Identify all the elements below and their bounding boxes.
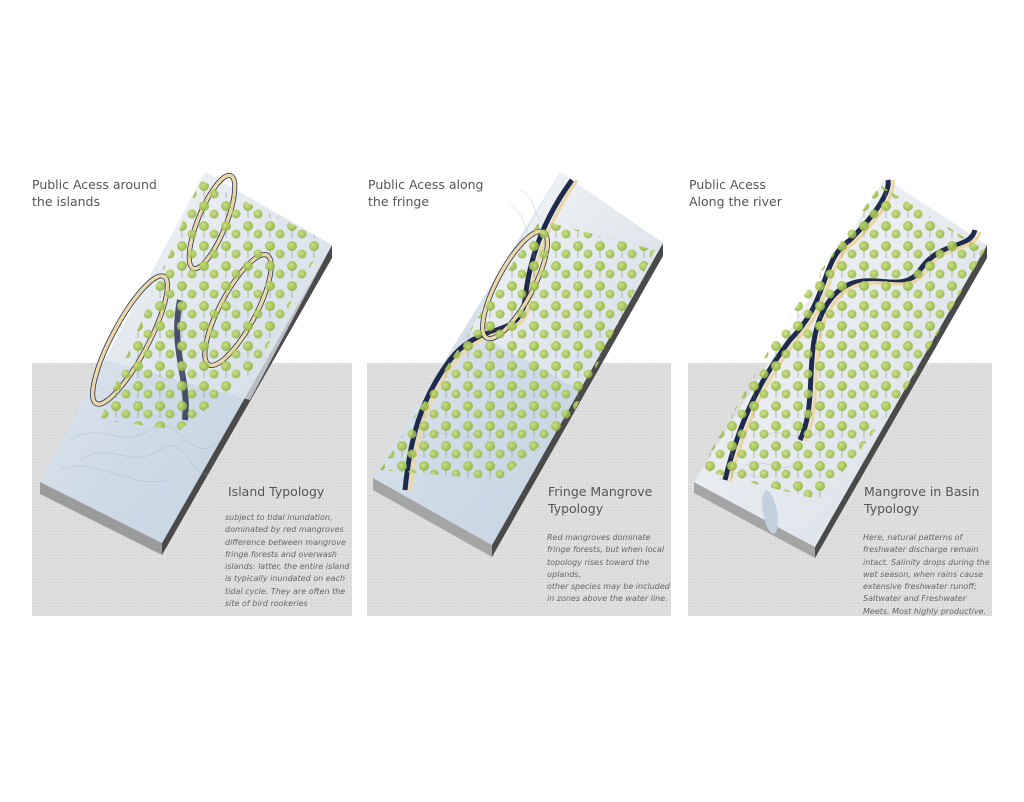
description-line: dominated by red mangroves	[225, 525, 344, 535]
description-line: Saltwater and Freshwater	[863, 594, 967, 604]
typology-description-basin: Here, natural patterns of freshwater dis…	[863, 532, 990, 618]
description-line: Red mangroves dominate	[547, 533, 651, 542]
description-line: tidal cycle. They are often the	[225, 586, 346, 596]
typology-title-basin: Mangrove in Basin Typology	[864, 483, 979, 517]
access-title-basin: Public Acess Along the river	[689, 176, 782, 210]
access-title-line: the fringe	[368, 194, 430, 209]
typology-description-fringe: Red mangroves dominate fringe forests, b…	[547, 532, 670, 606]
description-line: islands: latter, the entire island	[225, 562, 350, 572]
access-title-line: Public Acess along	[368, 177, 484, 192]
description-line: fringe forests, but when local	[547, 545, 665, 555]
description-line: is typically inundated on each	[225, 574, 346, 584]
island-block	[40, 172, 332, 555]
description-line: subject to tidal inundation,	[225, 513, 333, 522]
typology-title-fringe: Fringe Mangrove Typology	[548, 483, 652, 517]
basin-block	[694, 178, 987, 558]
typology-title-line: Mangrove in Basin	[864, 484, 980, 499]
description-line: site of bird rookeries	[225, 599, 308, 609]
access-title-line: Public Acess	[689, 177, 766, 192]
description-line: intact. Salinity drops during the	[863, 557, 990, 567]
access-title-line: Along the river	[689, 194, 782, 209]
description-line: difference between mangrove	[225, 537, 346, 547]
typology-title-island: Island Typology	[228, 483, 324, 500]
access-title-island: Public Acess around the islands	[32, 176, 157, 210]
access-title-fringe: Public Acess along the fringe	[368, 176, 484, 210]
typology-title-line: Fringe Mangrove	[548, 484, 653, 499]
description-line: extensive freshwater runoff;	[863, 582, 977, 592]
fringe-block	[373, 172, 663, 557]
description-line: Here, natural patterns of	[863, 533, 963, 542]
description-line: fringe forests and overwash	[225, 549, 337, 559]
typology-description-island: subject to tidal inundation, dominated b…	[225, 512, 349, 610]
description-line: freshwater discharge remain	[863, 545, 979, 555]
access-title-line: Public Acess around	[32, 177, 157, 192]
description-line: wet season, when rains cause	[863, 569, 984, 579]
description-line: uplands,	[547, 569, 582, 579]
access-title-line: the islands	[32, 194, 100, 209]
description-line: topology rises toward the	[547, 557, 650, 567]
typology-title-line: Typology	[548, 501, 604, 516]
description-line: in zones above the water line.	[547, 594, 668, 604]
typology-title-line: Island Typology	[228, 484, 325, 499]
typology-title-line: Typology	[864, 501, 920, 516]
description-line: other species may be included	[547, 582, 670, 592]
description-line: Meets. Most highly productive.	[863, 606, 987, 616]
